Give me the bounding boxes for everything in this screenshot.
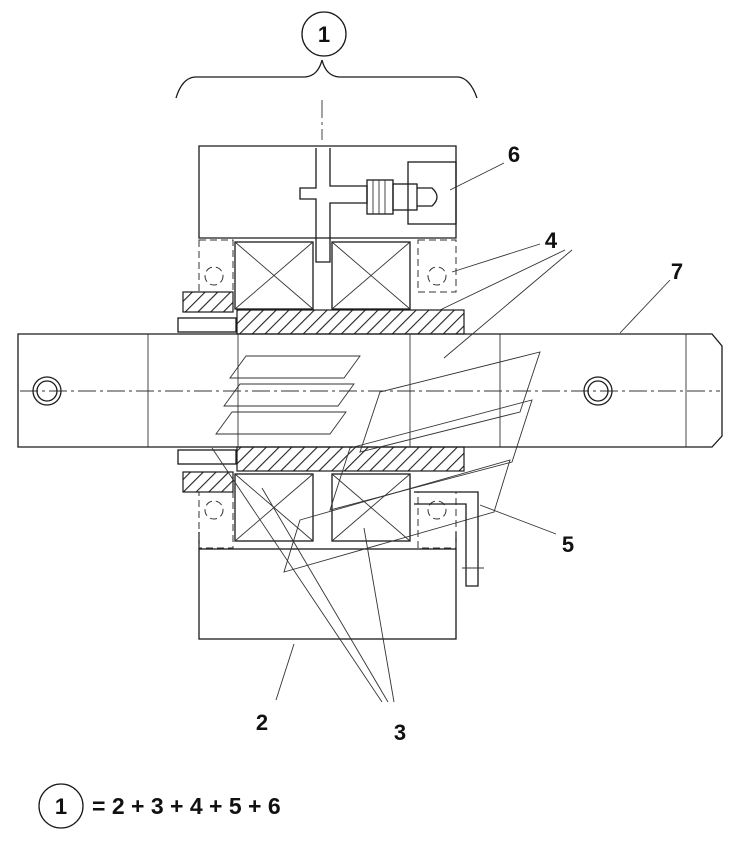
sleeve <box>177 291 465 493</box>
assembly-formula: 1 = 2 + 3 + 4 + 5 + 6 <box>38 783 281 829</box>
oblique-overlay <box>215 351 541 573</box>
leader-lines <box>211 162 671 703</box>
assembly-number: 1 <box>318 22 330 47</box>
label-6: 6 <box>508 142 520 167</box>
shaft-hole-left <box>32 376 62 406</box>
upper-bearings <box>234 241 411 310</box>
grease-nipple <box>366 161 457 225</box>
label-3: 3 <box>394 720 406 745</box>
formula-balloon <box>38 783 84 829</box>
formula-text: = 2 + 3 + 4 + 5 + 6 <box>92 793 281 819</box>
shaft-hole-right <box>583 376 613 406</box>
label-4: 4 <box>545 228 558 253</box>
label-2: 2 <box>256 710 268 735</box>
assembly-balloon <box>301 11 347 57</box>
grease-channel <box>299 148 368 263</box>
label-5: 5 <box>562 532 574 557</box>
label-7: 7 <box>671 259 683 284</box>
shaft <box>17 333 723 448</box>
formula-circle-number: 1 <box>55 794 67 819</box>
seal-bracket <box>414 491 484 587</box>
assembly-callout: 1 <box>175 11 478 99</box>
lower-bearings <box>234 473 411 542</box>
